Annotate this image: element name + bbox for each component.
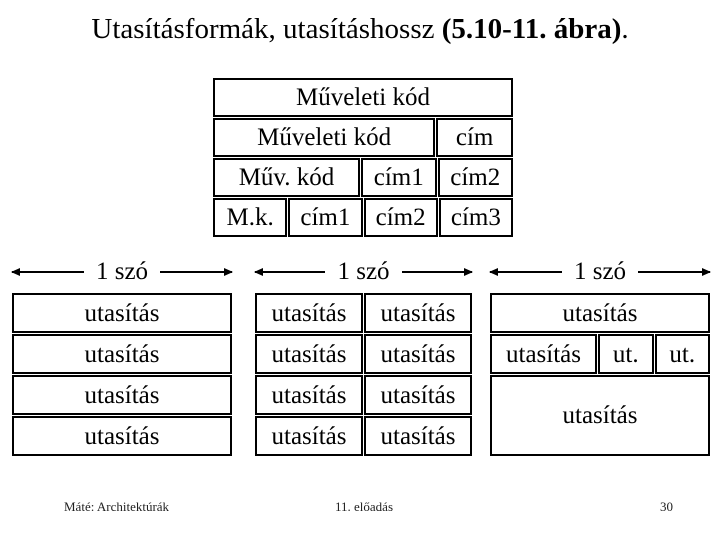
format-cell-address: cím1 (288, 198, 363, 237)
instruction-cell: utasítás (12, 293, 232, 333)
format-row: Műveleti kód (213, 78, 513, 117)
instruction-cell: utasítás (490, 334, 597, 374)
footer-page-number: 30 (660, 499, 673, 514)
slide-title-figure-ref: (5.10-11. ábra) (441, 13, 622, 45)
right-arrow-icon (401, 268, 474, 276)
instruction-cell: ut. (654, 334, 710, 374)
instruction-row: utasítás utasítás (255, 375, 472, 415)
instruction-cell: utasítás (255, 416, 363, 456)
format-cell-opcode: Műv. kód (213, 158, 360, 197)
format-cell-address: cím3 (438, 198, 513, 237)
format-cell-address: cím2 (363, 198, 438, 237)
instruction-cell: utasítás (490, 375, 710, 456)
instruction-cell: utasítás (490, 293, 710, 333)
format-row: Műveleti kód cím (213, 118, 513, 157)
right-arrow-icon (638, 268, 711, 276)
instruction-row: utasítás (490, 375, 710, 456)
instruction-cell: utasítás (255, 334, 363, 374)
format-row: M.k. cím1 cím2 cím3 (213, 198, 513, 237)
instruction-cell: utasítás (12, 416, 232, 456)
instruction-cell: utasítás (364, 375, 472, 415)
word-length-label: 1 szó (95, 258, 149, 285)
left-arrow-icon (253, 268, 326, 276)
left-arrow-icon (489, 268, 562, 276)
instruction-row: utasítás (490, 293, 710, 333)
word-length-arrow: 1 szó (253, 256, 474, 288)
instruction-row: utasítás (12, 375, 232, 415)
instruction-cell: utasítás (364, 334, 472, 374)
format-cell-address: cím (436, 118, 513, 157)
instruction-cell: utasítás (12, 334, 232, 374)
instruction-row: utasítás (12, 293, 232, 333)
format-cell-address: cím1 (361, 158, 437, 197)
instruction-cell: ut. (598, 334, 654, 374)
word-length-label: 1 szó (573, 258, 627, 285)
word-length-arrow: 1 szó (11, 256, 233, 288)
instruction-row: utasítás (12, 334, 232, 374)
footer-author: Máté: Architektúrák (64, 499, 170, 514)
instruction-row: utasítás utasítás (255, 293, 472, 333)
instruction-table: utasítás utasítás utasítás utasítás utas… (255, 293, 472, 456)
word-length-label: 1 szó (337, 258, 390, 285)
footer-lecture: 11. előadás (335, 499, 393, 514)
instruction-row: utasítás (12, 416, 232, 456)
format-cell-opcode: Műveleti kód (213, 78, 513, 117)
instruction-table: utasítás utasítás ut. ut. utasítás (490, 293, 710, 456)
instruction-format-table: Műveleti kód Műveleti kód cím Műv. kód c… (213, 78, 513, 237)
format-row: Műv. kód cím1 cím2 (213, 158, 513, 197)
instruction-row: utasítás ut. ut. (490, 334, 710, 374)
instruction-cell: utasítás (364, 293, 472, 333)
slide-title-text: Utasításformák, utasításhossz (91, 13, 442, 45)
instruction-row: utasítás utasítás (255, 416, 472, 456)
format-cell-opcode: Műveleti kód (213, 118, 436, 157)
instruction-cell: utasítás (12, 375, 232, 415)
format-cell-opcode: M.k. (213, 198, 288, 237)
word-section-single: 1 szó utasítás utasítás utasítás utasítá… (11, 256, 233, 456)
word-section-double: 1 szó utasítás utasítás utasítás utasítá… (253, 256, 474, 456)
left-arrow-icon (11, 268, 84, 276)
slide-title: Utasításformák, utasításhossz (5.10-11. … (0, 11, 720, 47)
instruction-row: utasítás utasítás (255, 334, 472, 374)
instruction-cell: utasítás (364, 416, 472, 456)
slide-title-period: . (621, 13, 629, 45)
instruction-cell: utasítás (255, 293, 363, 333)
right-arrow-icon (160, 268, 233, 276)
instruction-cell: utasítás (255, 375, 363, 415)
word-section-variable: 1 szó utasítás utasítás ut. ut. utasítás (489, 256, 711, 456)
format-cell-address: cím2 (437, 158, 513, 197)
word-length-arrow: 1 szó (489, 256, 711, 288)
instruction-table: utasítás utasítás utasítás utasítás (12, 293, 232, 456)
